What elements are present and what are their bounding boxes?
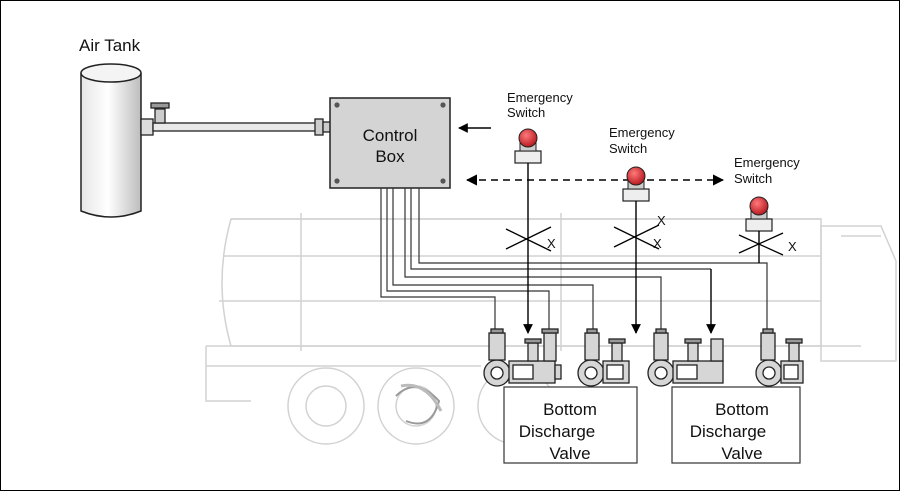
air-tank-label: Air Tank (79, 36, 141, 55)
emergency-switch-3-label-line1: Emergency (734, 155, 800, 170)
air-tank (80, 63, 142, 218)
cut-marks (505, 224, 784, 256)
control-box (329, 97, 451, 189)
emergency-switch-2-label-line1: Emergency (609, 125, 675, 140)
wheel-2 (377, 367, 455, 445)
valve-assembly-4 (755, 328, 804, 387)
valve-2-label-line1: Bottom (715, 400, 769, 419)
valve-2-label-line2: Discharge (690, 422, 767, 441)
switch-signal-lines (523, 163, 760, 334)
emergency-switch-2 (622, 166, 650, 202)
air-lines-to-valves (380, 188, 768, 331)
cut-mark-2a: X (657, 213, 666, 228)
valve-assembly-3 (647, 328, 724, 387)
cut-mark-1: X (547, 236, 556, 251)
valve-box-2 (671, 386, 801, 464)
emergency-switch-3 (745, 196, 773, 232)
valve-assembly-2 (577, 328, 630, 387)
valve-assembly-1 (483, 328, 562, 387)
truck-cab (820, 225, 897, 362)
emergency-switch-2-label-line2: Switch (609, 141, 647, 156)
shutoff-valve (154, 108, 166, 124)
emergency-switch-1-label-line1: Emergency (507, 90, 573, 105)
control-box-label-line1: Control (363, 126, 418, 145)
valve-2-label-line3: Valve (721, 444, 762, 463)
control-box-label-line2: Box (375, 147, 405, 166)
emergency-switch-3-label-line2: Switch (734, 171, 772, 186)
emergency-switch-1-label-line2: Switch (507, 105, 545, 120)
cut-mark-3: X (788, 239, 797, 254)
valve-1-label-line2: Discharge (519, 422, 596, 441)
cut-mark-2b: X (653, 236, 662, 251)
valve-box-1 (503, 386, 638, 464)
valve-1-label-line3: Valve (549, 444, 590, 463)
valve-1-label-line1: Bottom (543, 400, 597, 419)
wheel-1 (287, 367, 365, 445)
tanker-body (221, 218, 822, 347)
air-line (140, 102, 332, 136)
emergency-switch-1 (514, 128, 542, 164)
